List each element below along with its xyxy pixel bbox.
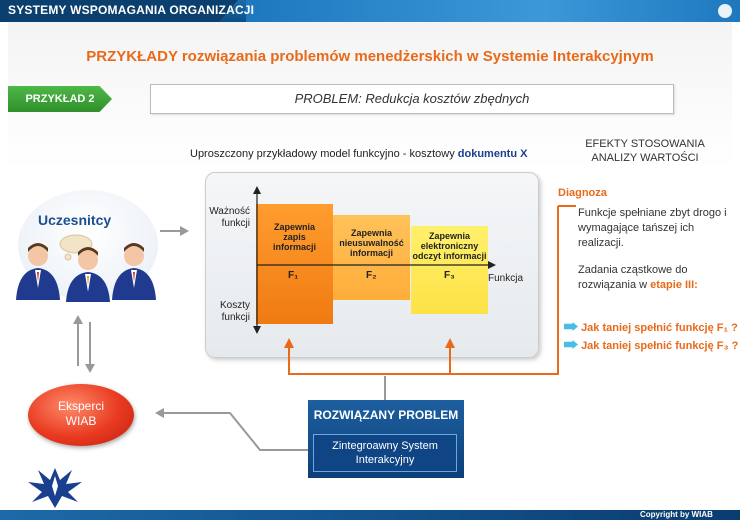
integrated-system-box: Zintegroawny System Interakcyjny [313,434,457,472]
effects-stage-highlight: etapie III: [650,279,698,291]
y-axis-label-importance: Ważność funkcji [206,206,250,230]
copyright: Copyright by WIAB [640,510,713,519]
y-axis-label-cost-1: Koszty [219,300,250,311]
question-1-text: Jak taniej spełnić funkcję F₁ ? [581,322,738,334]
integrated-system-label-1: Zintegroawny System [332,440,438,452]
function-label-f2: Zapewnia nieusuwalność informacji [333,228,410,258]
function-id-f3: F₃ [444,270,455,281]
arrow-right-icon [564,322,578,331]
question-2-text: Jak taniej spełnić funkcję F₃ ? [581,340,739,352]
arrow-right-icon [564,340,578,349]
y-axis-label-cost-2: funkcji [221,312,250,323]
function-label-f2-line-3: informacji [349,248,393,258]
function-label-f3: Zapewnia elektroniczny odczyt informacji [411,231,488,261]
footer-bar [0,510,740,520]
effects-text-2-body: Zadania cząstkowe do rozwiązania w [578,264,688,291]
model-caption-document: dokumentu X [457,148,528,160]
effects-title-line-2: ANALIZY WARTOŚCI [591,152,699,164]
function-id-f2: F₂ [366,270,377,281]
experts-node: Eksperci WIAB [28,384,134,446]
diagram-axes [253,186,496,334]
integrated-system-label-2: Interakcyjny [355,454,415,466]
effects-title: EFEKTY STOSOWANIA ANALIZY WARTOŚCI [575,137,715,165]
header-tab [0,0,238,22]
people-icon [16,234,156,302]
function-label-f2-line-1: Zapewnia [350,228,392,238]
effects-text: Funkcje spełniane zbyt drogo i wymagając… [578,206,738,293]
question-2: Jak taniej spełnić funkcję F₃ ? [564,340,738,352]
x-axis-label: Funkcja [488,273,524,284]
effects-title-line-1: EFEKTY STOSOWANIA [585,138,705,150]
diagnosis-label: Diagnoza [558,187,607,199]
function-label-f3-line-3: odczyt informacji [412,251,487,261]
model-caption-text: Uproszczony przykładowy model funkcyjno … [190,148,458,160]
y-axis-label-importance-1: Ważność [209,206,250,217]
function-label-f1-line-2: zapis [283,232,306,242]
function-label-f1-line-1: Zapewnia [273,222,315,232]
model-caption: Uproszczony przykładowy model funkcyjno … [190,148,527,160]
y-axis-label-cost: Koszty funkcji [206,300,250,324]
experts-label-1: Eksperci [57,399,104,413]
function-label-f2-line-2: nieusuwalność [339,238,404,248]
page-title: PRZYKŁADY rozwiązania problemów menedżer… [86,48,654,65]
function-bar-f1 [256,204,333,324]
function-bar-f3 [411,226,488,314]
example-tag: PRZYKŁAD 2 [8,86,112,112]
effects-text-1: Funkcje spełniane zbyt drogo i wymagając… [578,207,727,249]
y-axis-label-importance-2: funkcji [221,218,250,229]
problem-statement: PROBLEM: Redukcja kosztów zbędnych [150,84,674,114]
students-label: Uczesnitcy [38,212,112,228]
function-label-f3-line-2: elektroniczny [420,241,479,251]
corner-ornament-icon [718,4,732,18]
experts-label-2: WIAB [65,414,97,428]
function-label-f1: Zapewnia zapis informacji [256,222,333,252]
function-label-f1-line-3: informacji [272,242,316,252]
effects-text-2: Zadania cząstkowe do rozwiązania w etapi… [578,263,736,293]
function-id-f1: F₁ [288,270,299,281]
header-title: SYSTEMY WSPOMAGANIA ORGANIZACJI [8,3,255,17]
function-bar-f2 [333,215,410,300]
function-label-f3-line-1: Zapewnia [428,231,470,241]
solved-problem-title: ROZWIĄZANY PROBLEM [313,408,459,422]
wiab-logo-icon [28,468,82,508]
header-bar-gradient [246,0,740,22]
question-1: Jak taniej spełnić funkcję F₁ ? [564,322,738,334]
